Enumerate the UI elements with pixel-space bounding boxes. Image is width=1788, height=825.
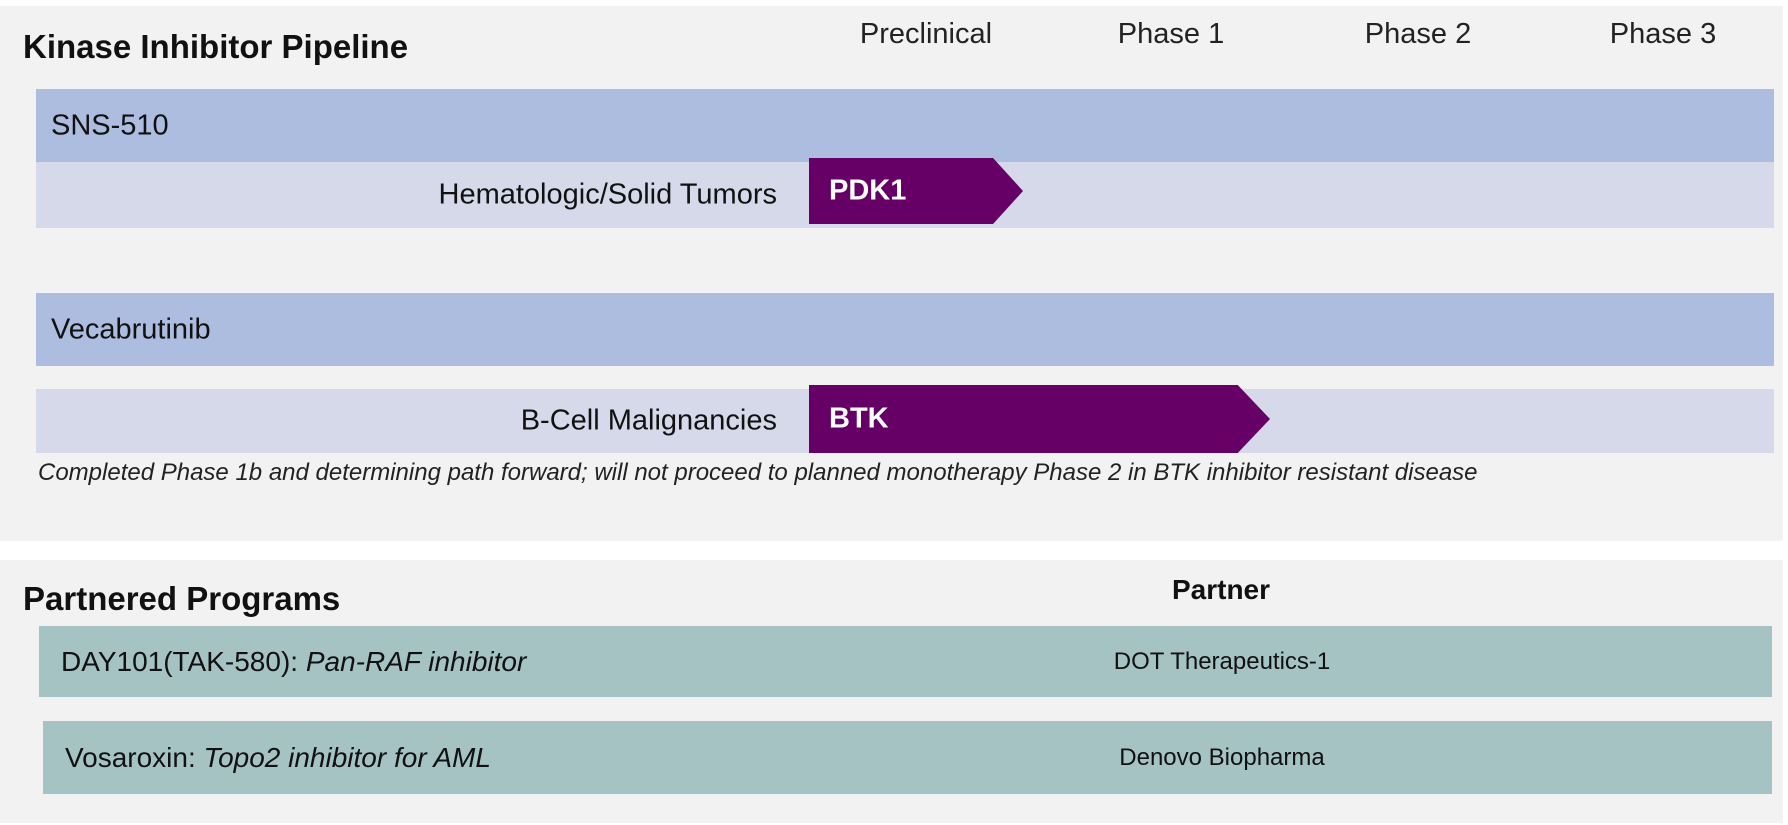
program-name: Vecabrutinib <box>51 313 211 345</box>
program-name: Vosaroxin: <box>65 741 204 773</box>
target-label: BTK <box>829 402 889 435</box>
phase-header-preclinical: Preclinical <box>859 18 993 50</box>
partner-column-header: Partner <box>1171 574 1271 605</box>
pipeline-panel: Kinase Inhibitor Pipeline Preclinical Ph… <box>0 6 1783 541</box>
program-row-vecabrutinib: Vecabrutinib <box>36 293 1774 366</box>
program-description: Pan-RAF inhibitor <box>305 645 527 677</box>
stage-arrow-pdk1: PDK1 <box>809 158 1023 224</box>
partner-name-text: DOT Therapeutics-1 <box>1113 647 1331 675</box>
indication-label: B-Cell Malignancies <box>520 404 777 437</box>
phase-header-phase-1: Phase 1 <box>1117 18 1225 50</box>
program-label: DAY101(TAK-580): Pan-RAF inhibitor <box>61 646 526 678</box>
program-name: SNS-510 <box>51 109 169 141</box>
pipeline-title: Kinase Inhibitor Pipeline <box>23 28 409 65</box>
partner-name-text: Denovo Biopharma <box>1119 743 1325 771</box>
program-row-sns-510: SNS-510 <box>36 89 1774 162</box>
partner-row: DAY101(TAK-580): Pan-RAF inhibitor DOT T… <box>39 626 1772 697</box>
program-label: Vosaroxin: Topo2 inhibitor for AML <box>65 742 491 774</box>
stage-arrow-btk: BTK <box>809 385 1270 453</box>
target-label: PDK1 <box>829 174 907 207</box>
program-description: Topo2 inhibitor for AML <box>203 741 491 773</box>
phase-header-phase-3: Phase 3 <box>1609 18 1717 50</box>
partner-row: Vosaroxin: Topo2 inhibitor for AML Denov… <box>43 721 1772 794</box>
indication-label: Hematologic/Solid Tumors <box>438 178 777 211</box>
program-name: DAY101(TAK-580): <box>61 645 306 677</box>
status-note: Completed Phase 1b and determining path … <box>38 459 1478 486</box>
partnered-title: Partnered Programs <box>23 580 341 617</box>
partnered-panel: Partnered Programs Partner DAY101(TAK-58… <box>0 560 1783 823</box>
phase-header-phase-2: Phase 2 <box>1364 18 1472 50</box>
